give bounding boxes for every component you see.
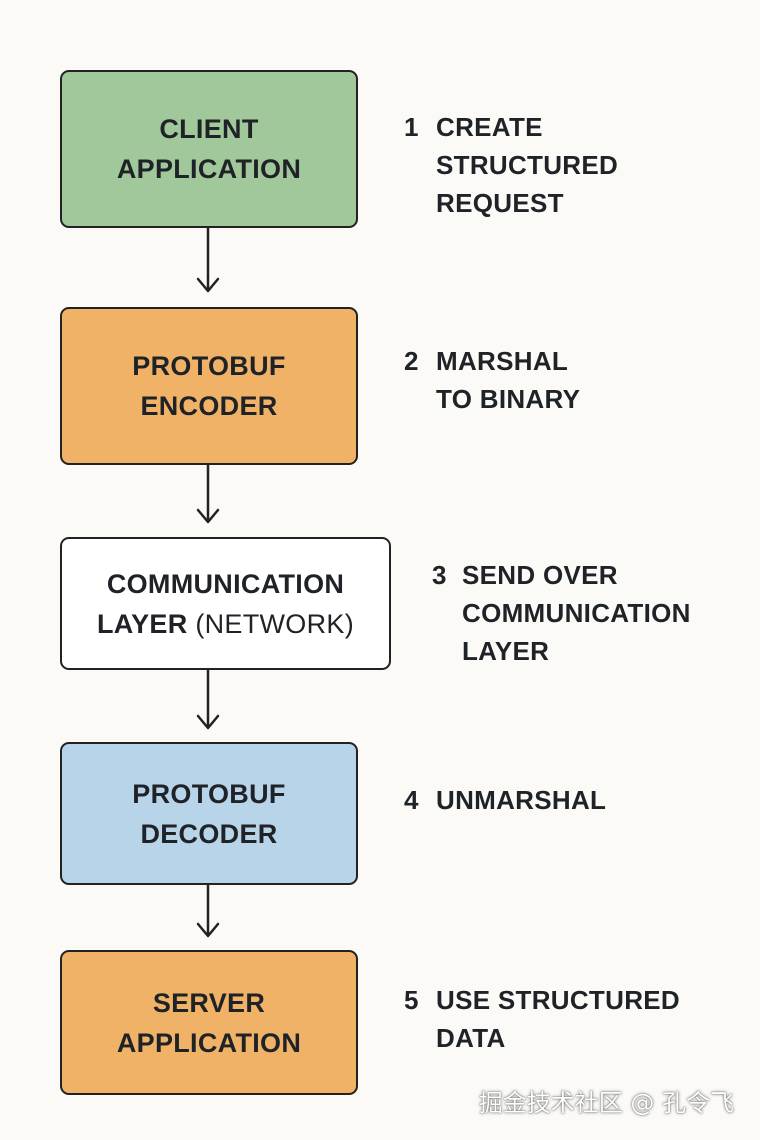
step-number: 2 xyxy=(404,346,419,376)
node-label: CLIENT xyxy=(159,114,259,144)
step-4-annotation: 4 UNMARSHAL xyxy=(404,781,606,819)
node-label: DECODER xyxy=(140,818,278,849)
step-text: COMMUNICATION xyxy=(462,598,691,628)
step-3-annotation: 3 SEND OVER COMMUNICATION LAYER xyxy=(432,556,691,670)
arrow-encoder-to-network xyxy=(196,463,220,524)
step-2-annotation: 2 MARSHAL TO BINARY xyxy=(404,342,580,418)
step-text: UNMARSHAL xyxy=(436,785,607,815)
step-text: LAYER xyxy=(462,636,550,666)
arrow-client-to-encoder xyxy=(196,226,220,293)
node-label: PROTOBUF xyxy=(132,351,286,381)
client-application-box: CLIENT APPLICATION xyxy=(60,70,358,228)
watermark: 掘金技术社区 @ 孔令飞 xyxy=(478,1089,734,1117)
step-number: 1 xyxy=(404,112,419,142)
protobuf-encoder-box: PROTOBUF ENCODER xyxy=(60,307,358,465)
step-text: DATA xyxy=(436,1023,506,1053)
step-text: TO BINARY xyxy=(436,384,581,414)
step-number: 3 xyxy=(432,560,447,590)
arrow-network-to-decoder xyxy=(196,668,220,730)
step-text: SEND OVER xyxy=(462,560,618,590)
protobuf-decoder-box: PROTOBUF DECODER xyxy=(60,742,358,885)
node-label: SERVER xyxy=(152,987,266,1018)
server-application-box: SERVER APPLICATION xyxy=(60,950,358,1095)
step-text: USE STRUCTURED xyxy=(436,985,680,1015)
step-1-annotation: 1 CREATE STRUCTURED REQUEST xyxy=(404,108,618,222)
step-text: STRUCTURED xyxy=(436,150,619,180)
step-5-annotation: 5 USE STRUCTURED DATA xyxy=(404,981,680,1057)
step-number: 4 xyxy=(404,785,419,815)
node-label: LAYER xyxy=(96,608,188,639)
node-label: ENCODER xyxy=(140,391,278,421)
node-label: COMMUNICATION xyxy=(106,568,345,599)
arrow-decoder-to-server xyxy=(196,883,220,938)
step-text: MARSHAL xyxy=(436,346,569,376)
node-label: APPLICATION xyxy=(116,1027,302,1058)
step-text: REQUEST xyxy=(436,188,564,218)
step-number: 5 xyxy=(404,985,419,1015)
step-text: CREATE xyxy=(436,112,543,142)
node-label: PROTOBUF xyxy=(132,778,286,809)
communication-layer-box: COMMUNICATION LAYER (NETWORK) xyxy=(60,537,391,670)
node-label-suffix: (NETWORK) xyxy=(195,608,355,639)
node-label: APPLICATION xyxy=(116,154,302,184)
